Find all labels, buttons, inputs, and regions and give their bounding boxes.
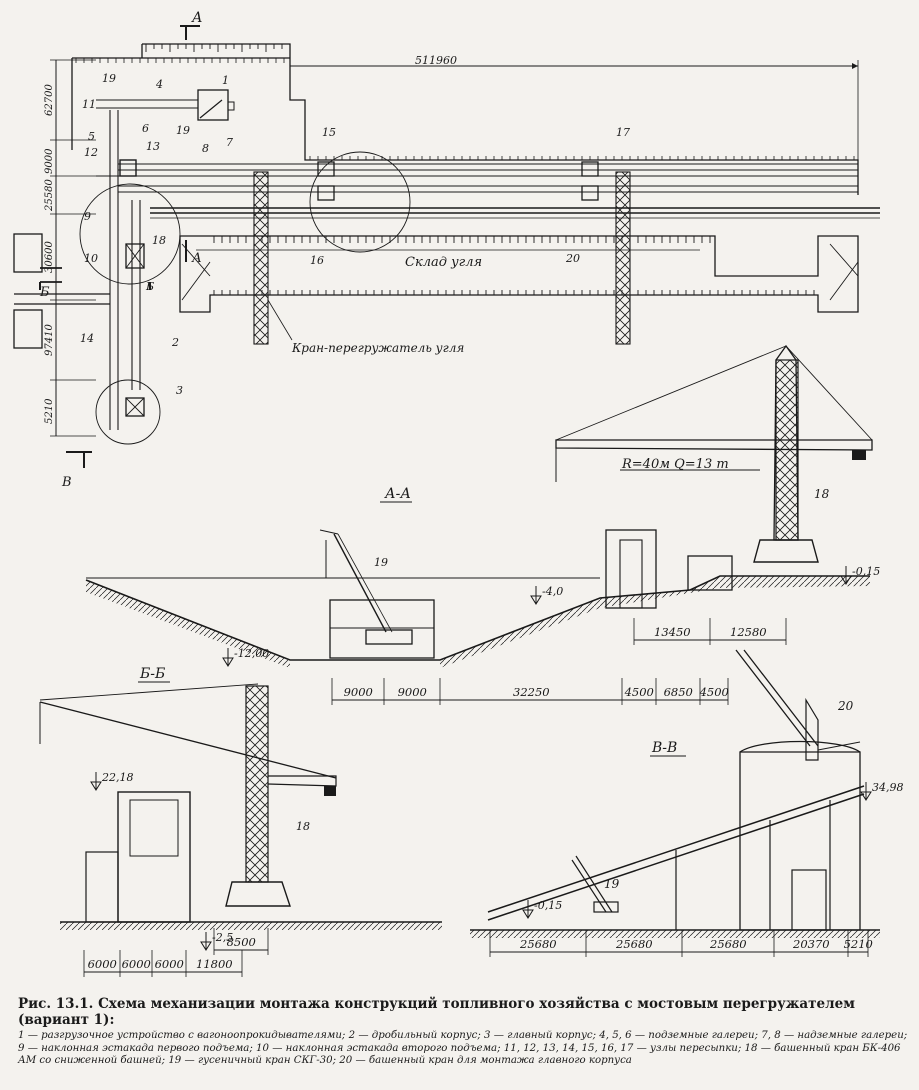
plan-number-9: 9 [84,210,91,223]
aa-dim-upper-0: 13450 [654,625,691,639]
vv-dim-3: 20370 [792,937,830,951]
vv-mark-1: -0,15 [534,899,562,912]
crane-radius-circle [309,151,411,253]
aa-dim-4: 6850 [664,685,693,699]
section-aa-number-19: 19 [374,556,388,569]
node-17 [581,185,599,201]
tower-crane-18-elevation: R=40м Q=13 т 18 [555,344,873,563]
vv-mark-0: 34,98 [872,781,904,794]
aa-dim-upper-1: 12580 [730,625,767,639]
left-dim-1: 9000 [44,148,55,174]
plan-number-12: 12 [84,146,98,159]
section-mark-a-top: А [191,10,203,26]
bridge-crane-left [253,171,269,345]
storage-label: Склад угля [405,255,482,270]
plan-number-19: 19 [102,72,116,85]
aa-dim-2: 32250 [513,685,550,699]
left-dim-5: 5210 [44,398,55,424]
section-mark-v: В [61,475,72,490]
plan-number-16: 16 [310,254,324,267]
section-vv-title: В-В [651,740,677,756]
bb-dim-r-0: 8500 [227,935,256,949]
plan-number-15: 15 [322,126,336,139]
caption-legend: 1 — разгрузочное устройство с вагоноопро… [18,1030,908,1066]
node-13 [119,159,137,177]
plan-view: А 511960 [13,10,880,490]
crusher-building-left [13,233,43,273]
plan-number-5: 5 [88,130,95,143]
aa-dim-5: 4500 [699,685,729,699]
section-aa-title: А-А [384,486,411,502]
node-14 [317,161,335,177]
section-bb-title: Б-Б [139,666,165,682]
crane-label: Кран-перегружатель угля [291,341,464,355]
aa-dim-1: 9000 [398,685,427,699]
plan-number-7: 7 [226,136,233,149]
bb-dim-3: 11800 [196,957,233,971]
aa-mark-2: -0,15 [852,565,880,578]
bb-dim-1: 6000 [122,957,151,971]
bb-mark-1: -2,5 [212,931,233,944]
section-bb-number: 18 [296,820,310,833]
inclined-trestles [96,110,150,430]
node-15 [317,185,335,201]
plan-number-20: 20 [565,252,580,265]
section-aa: А-А 19 -4,0 -12,00 -0,15 9000 9000 32250 4500… [85,486,880,705]
section-vv: В-В 20 19 34,98 -0,15 25680 25680 25680 2037… [470,649,904,957]
left-dim-2: 25580 [44,179,55,212]
left-dim-3: 30600 [44,241,55,273]
plan-number-3: 3 [176,384,183,397]
plan-number-8: 8 [202,142,209,155]
figure-caption: Рис. 13.1. Схема механизации монтажа кон… [18,996,913,1068]
plan-leader-numbers: 19 4 1 19 11 5 6 12 13 8 7 9 18 10 2 14 15 16 17 20 3 [80,72,630,397]
bb-dim-0: 6000 [88,957,117,971]
vv-dim-0: 25680 [519,937,557,951]
section-bb: Б-Б 18 22,18 -2,5 6000 6000 6000 11800 8500 [39,666,442,977]
tower-crane-20-plan [125,397,145,417]
plan-top-frame [71,43,859,195]
drawing-canvas: А 511960 [13,10,904,977]
overall-dim: 511960 [415,54,457,67]
left-dim-chain: 62700 9000 25580 30600 97410 5210 [44,59,96,437]
node-16 [581,161,599,177]
tower-crane-18-plan [125,243,145,269]
section-mark-b2: Б [145,280,154,293]
left-dim-4: 97410 [44,324,55,356]
aa-dim-0: 9000 [344,685,373,699]
aa-mark-0: -4,0 [542,585,563,598]
plan-number-6: 6 [142,122,149,135]
plan-number-18: 18 [152,234,166,247]
top-crane-number: 18 [814,487,830,501]
galleries [96,99,880,219]
aa-dim-3: 4500 [624,685,654,699]
plan-number-13: 13 [146,140,160,153]
plan-number-19: 19 [176,124,190,137]
vv-dim-4: 5210 [844,937,873,951]
vv-dim-1: 25680 [615,937,653,951]
plan-number-14: 14 [80,332,94,345]
coal-storage-frame [179,235,859,313]
vv-dim-2: 25680 [709,937,747,951]
plan-number-17: 17 [616,126,630,139]
plan-number-1: 1 [222,74,229,87]
plan-number-2: 2 [171,336,179,349]
left-dim-0: 62700 [44,84,55,116]
section-mark-a-mid: А [191,251,202,266]
plan-number-11: 11 [82,98,96,111]
aa-mark-1: -12,00 [234,647,269,660]
bridge-crane-right [615,171,631,345]
bb-dim-2: 6000 [155,957,184,971]
section-mark-b: Б [39,285,50,300]
section-vv-number-19: 19 [604,877,620,891]
plan-number-10: 10 [84,252,98,265]
section-vv-number-20: 20 [837,699,854,713]
plan-number-4: 4 [155,78,163,91]
section-arrow-a-top [180,25,200,40]
caption-title: Рис. 13.1. Схема механизации монтажа кон… [18,996,855,1028]
top-crane-label: R=40м Q=13 т [621,457,729,472]
bb-mark-0: 22,18 [101,771,134,784]
